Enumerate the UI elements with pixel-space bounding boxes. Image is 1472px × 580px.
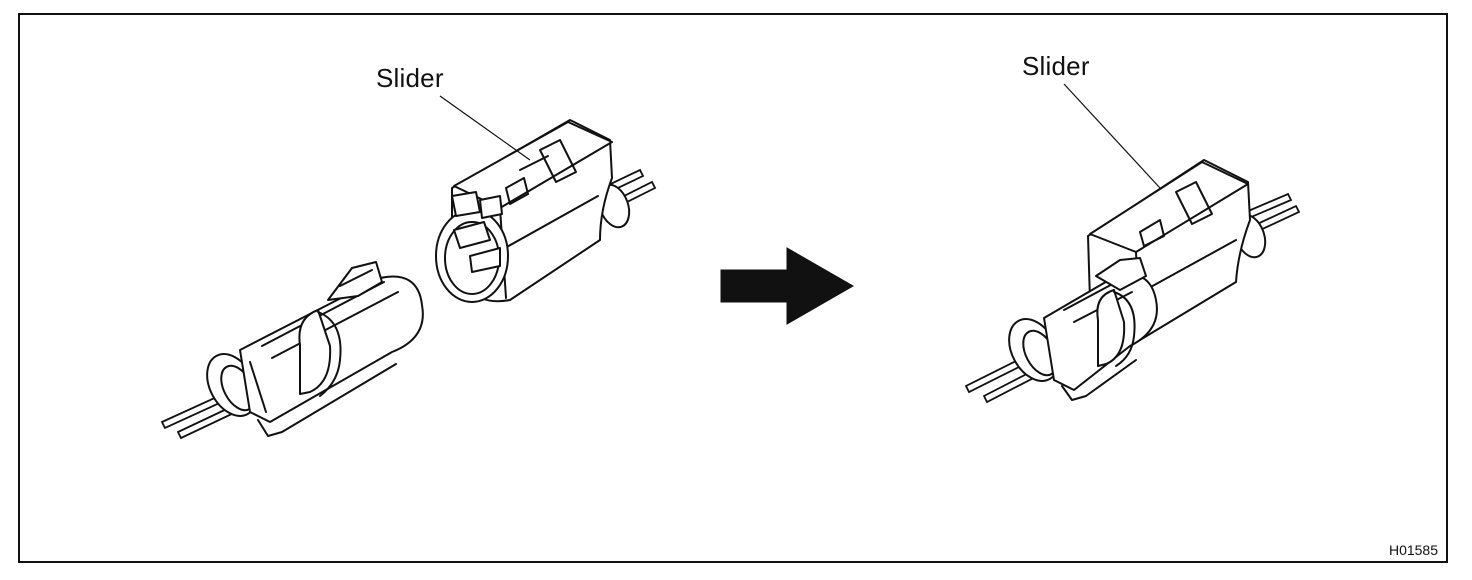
mated-connectors-right [964,159,1301,404]
slider-callout-left: Slider [376,63,444,93]
male-connector-left [160,261,424,440]
leader-line-right [1063,83,1161,189]
slider-callout-right: Slider [1022,51,1090,81]
leader-line-left [439,95,531,161]
male-housing [239,275,424,423]
female-connector-left [435,119,657,303]
locking-arm-mated [1095,257,1147,291]
slider-top-mated [1089,161,1249,253]
terminal [469,247,501,273]
right-arrow-icon [720,247,855,325]
terminal [453,221,491,249]
figure-code: H01585 [1388,542,1438,558]
